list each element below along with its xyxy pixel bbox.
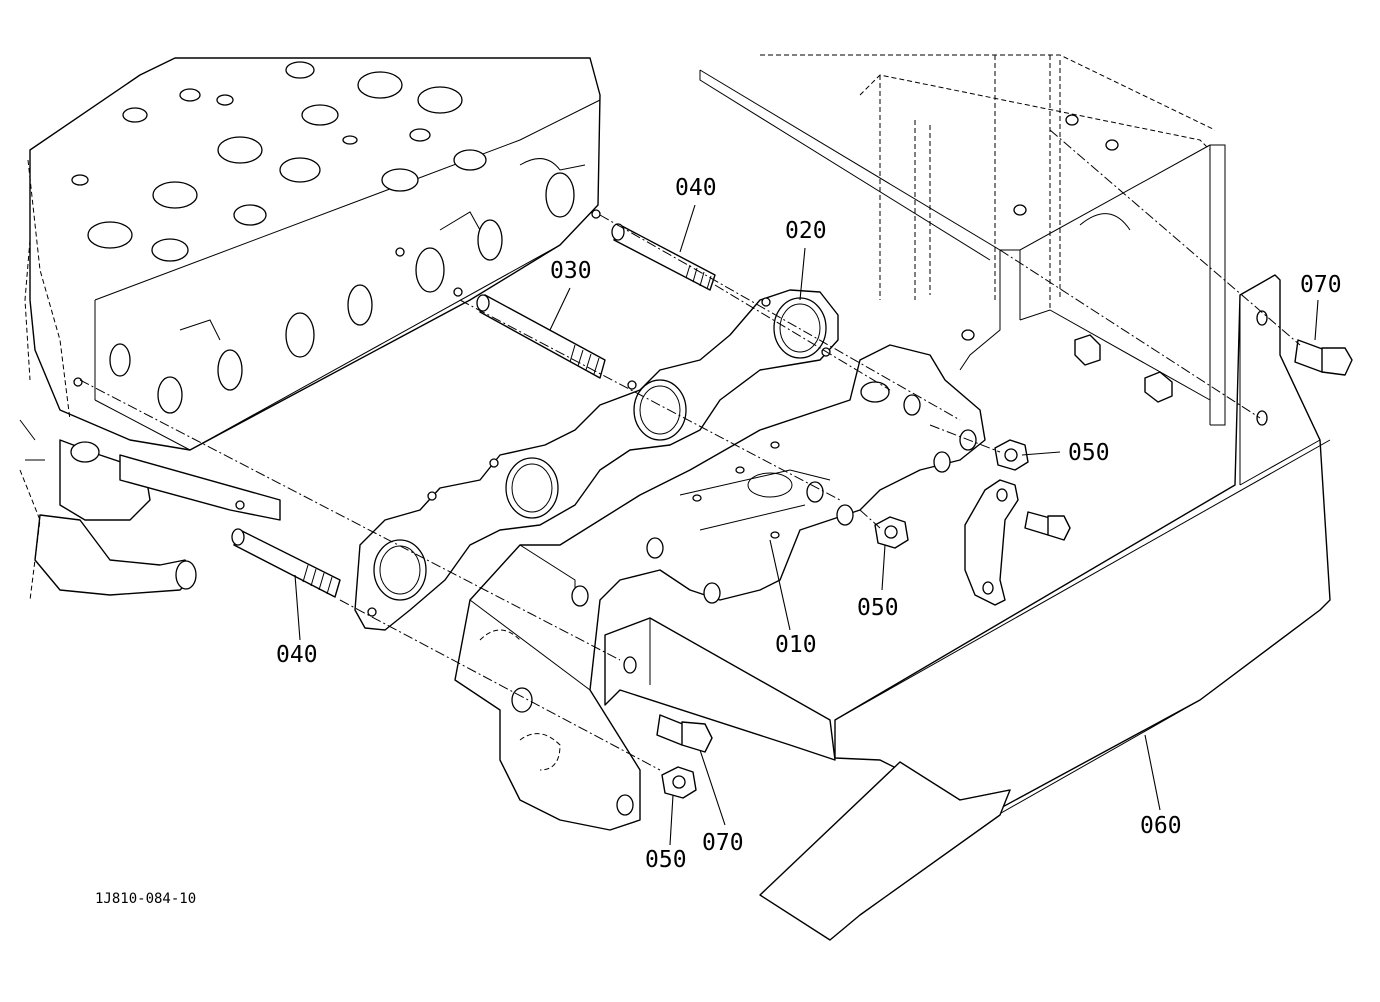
flange-bolts <box>656 339 1353 753</box>
callout-070-right: 070 <box>1300 272 1342 298</box>
heat-shield <box>604 274 1331 941</box>
frame-background <box>699 54 1226 426</box>
callout-030: 030 <box>550 258 592 284</box>
callout-050-lower: 050 <box>645 847 687 873</box>
callout-020: 020 <box>785 218 827 244</box>
callout-050-center: 050 <box>857 595 899 621</box>
callout-040-upper: 040 <box>675 175 717 201</box>
callout-070-lower: 070 <box>702 830 744 856</box>
callout-010: 010 <box>775 632 817 658</box>
cylinder-head <box>24 57 601 451</box>
assembly-lines <box>79 129 1301 771</box>
drawing-number: 1J810-084-10 <box>95 891 196 907</box>
flange-nuts <box>661 439 1029 799</box>
exhaust-gasket <box>354 289 839 631</box>
callout-leaders <box>294 204 1319 846</box>
bracket <box>964 479 1019 606</box>
stud-bolts <box>231 223 716 598</box>
callout-050-right: 050 <box>1068 440 1110 466</box>
engine-block-lower <box>19 419 281 601</box>
callout-040-lower: 040 <box>276 642 318 668</box>
callout-060: 060 <box>1140 813 1182 839</box>
